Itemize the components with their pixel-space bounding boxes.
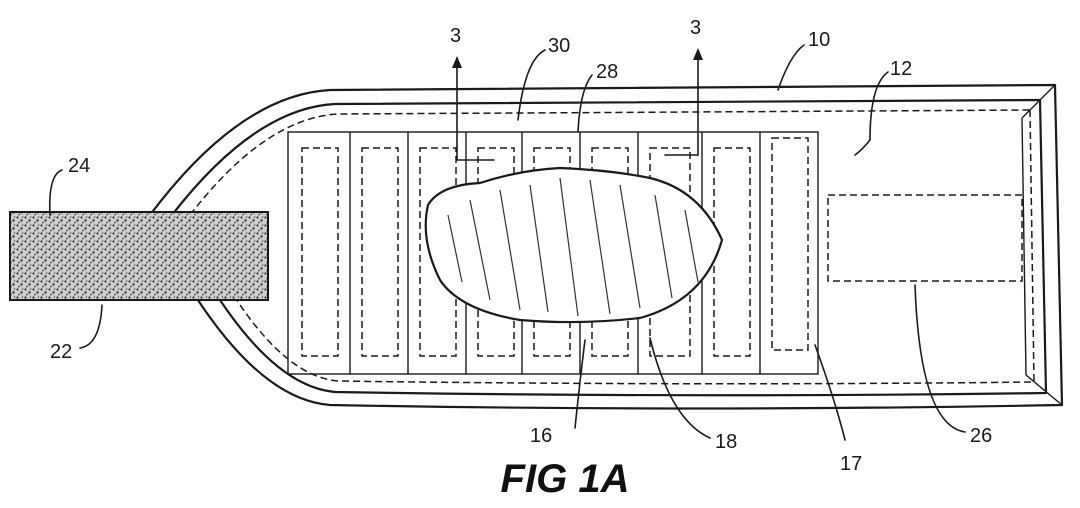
label-18: 18 [715,431,737,453]
chamber-frame [287,131,819,375]
label-22: 22 [50,341,72,363]
leader-lines [48,44,966,441]
sample-strip [9,211,269,301]
right-end-panel [1021,84,1063,406]
figure-caption: FIG 1A [501,457,630,501]
section-arrow-right [664,48,703,156]
label-3-right: 3 [690,17,701,39]
label-3-left: 3 [450,25,461,47]
label-17: 17 [840,453,862,475]
label-26: 26 [970,425,992,447]
section-arrow-left [452,56,495,161]
label-30: 30 [548,35,570,57]
label-10: 10 [808,29,830,51]
label-16: 16 [530,425,552,447]
reagent-pad [827,194,1023,282]
label-24: 24 [68,155,90,177]
cutaway-hatching [447,177,699,317]
label-28: 28 [596,61,618,83]
cutaway-region [424,166,724,324]
label-12: 12 [890,58,912,80]
